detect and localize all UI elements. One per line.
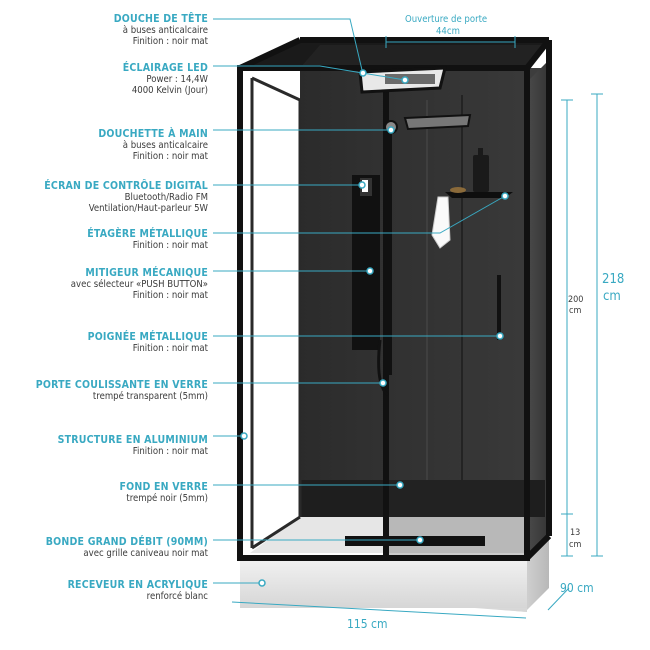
feature-metal-handle: POIGNÉE MÉTALLIQUE Finition : noir mat: [2, 331, 208, 354]
feature-line: avec grille caniveau noir mat: [83, 548, 208, 559]
width-value: 115 cm: [347, 617, 388, 631]
door-handle: [497, 275, 501, 340]
feature-line: à buses anticalcaire: [122, 140, 208, 151]
depth-value: 90 cm: [560, 581, 594, 595]
metal-shelf: [431, 148, 513, 249]
feature-title: ÉCRAN DE CONTRÔLE DIGITAL: [44, 180, 208, 192]
dimension-lines: [231, 36, 603, 619]
feature-line: Finition : noir mat: [132, 290, 208, 301]
feature-line: Finition : noir mat: [132, 446, 208, 457]
feature-line: Ventilation/Haut-parleur 5W: [88, 203, 208, 214]
shower-column: [352, 120, 398, 397]
feature-title: MITIGEUR MÉCANIQUE: [85, 267, 208, 279]
feature-title: DOUCHETTE À MAIN: [98, 128, 208, 140]
feature-back-glass: FOND EN VERRE trempé noir (5mm): [2, 481, 208, 504]
tray-height-value: 13: [570, 528, 581, 538]
feature-hand-shower: DOUCHETTE À MAIN à buses anticalcaire Fi…: [2, 128, 208, 162]
feature-mixer: MITIGEUR MÉCANIQUE avec sélecteur «PUSH …: [2, 267, 208, 301]
feature-line: Finition : noir mat: [132, 240, 208, 251]
door-opening-title: Ouverture de porte: [405, 14, 488, 25]
feature-line: trempé noir (5mm): [126, 493, 208, 504]
feature-line: Finition : noir mat: [132, 343, 208, 354]
feature-acrylic-tray: RECEVEUR EN ACRYLIQUE renforcé blanc: [2, 579, 208, 602]
feature-title: STRUCTURE EN ALUMINIUM: [57, 434, 208, 446]
door-opening-value: 44cm: [436, 26, 460, 37]
feature-line: Bluetooth/Radio FM: [124, 192, 208, 203]
feature-line: trempé transparent (5mm): [92, 391, 208, 402]
aluminium-frame: [237, 37, 552, 561]
feature-title: RECEVEUR EN ACRYLIQUE: [67, 579, 208, 591]
feature-title: POIGNÉE MÉTALLIQUE: [87, 331, 208, 343]
callout-lines: [213, 18, 506, 584]
feature-title: BONDE GRAND DÉBIT (90MM): [45, 536, 208, 548]
feature-metal-shelf: ÉTAGÈRE MÉTALLIQUE Finition : noir mat: [2, 228, 208, 251]
feature-line: avec sélecteur «PUSH BUTTON»: [70, 279, 208, 290]
feature-line: Finition : noir mat: [132, 36, 208, 47]
feature-aluminium-structure: STRUCTURE EN ALUMINIUM Finition : noir m…: [2, 434, 208, 457]
drain-grille: [345, 536, 485, 546]
total-height-value: 218: [602, 272, 625, 287]
feature-title: DOUCHE DE TÊTE: [113, 13, 208, 25]
feature-line: renforcé blanc: [146, 591, 208, 602]
tray-height-unit: cm: [569, 540, 582, 550]
feature-line: à buses anticalcaire: [122, 25, 208, 36]
feature-title: FOND EN VERRE: [119, 481, 208, 493]
feature-led-lighting: ÉCLAIRAGE LED Power : 14,4W 4000 Kelvin …: [2, 62, 208, 96]
side-glass-panel: [527, 60, 549, 558]
inner-height-unit: cm: [569, 306, 582, 316]
feature-title: PORTE COULISSANTE EN VERRE: [35, 379, 208, 391]
total-height-unit: cm: [603, 289, 621, 304]
feature-drain: BONDE GRAND DÉBIT (90MM) avec grille can…: [2, 536, 208, 559]
feature-line: Finition : noir mat: [132, 151, 208, 162]
inner-height-value: 200: [568, 295, 584, 305]
feature-digital-screen: ÉCRAN DE CONTRÔLE DIGITAL Bluetooth/Radi…: [2, 180, 208, 214]
feature-line: 4000 Kelvin (Jour): [131, 85, 208, 96]
feature-title: ÉCLAIRAGE LED: [122, 62, 208, 74]
feature-sliding-door: PORTE COULISSANTE EN VERRE trempé transp…: [2, 379, 208, 402]
feature-line: Power : 14,4W: [146, 74, 208, 85]
feature-title: ÉTAGÈRE MÉTALLIQUE: [87, 228, 208, 240]
feature-head-shower: DOUCHE DE TÊTE à buses anticalcaire Fini…: [2, 13, 208, 47]
